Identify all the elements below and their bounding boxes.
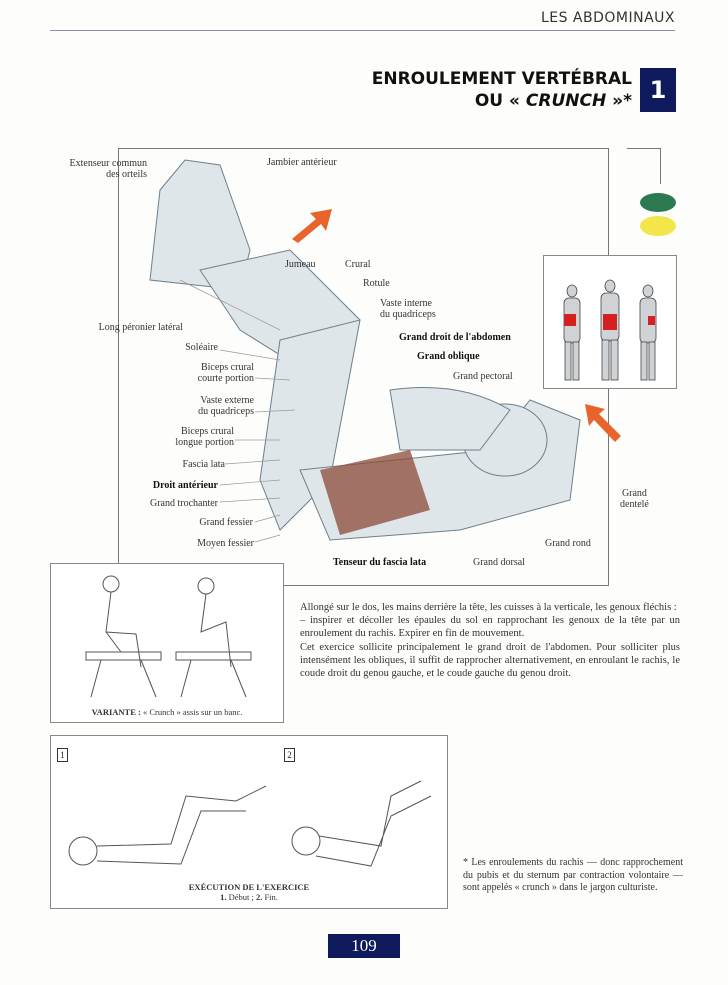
seated-crunch-illustration: [85, 575, 252, 698]
label-jumeau: Jumeau: [285, 259, 316, 270]
label-tenseur: Tenseur du fascia lata: [333, 557, 427, 568]
label-grand-rond: Grand rond: [545, 538, 591, 549]
frame-bottom: [283, 585, 609, 586]
label-grand-fessier: Grand fessier: [199, 517, 253, 528]
muscle-map-inset: [543, 255, 677, 389]
title-italic: CRUNCH: [525, 91, 607, 111]
difficulty-yellow-dot: [640, 216, 676, 236]
execution-box: 1 2 EXÉCUTION DE L'EXERCICE 1. Début ; 2…: [50, 735, 448, 909]
exercise-description: Allongé sur le dos, les mains derrière l…: [300, 601, 680, 680]
label-jambier: Jambier antérieur: [267, 157, 337, 168]
variant-box: VARIANTE : « Crunch » assis sur un banc.: [50, 563, 284, 723]
description-step: – inspirer et décoller les épaules du so…: [300, 615, 680, 640]
label-grand-trochanter: Grand trochanter: [149, 498, 218, 509]
description-setup: Allongé sur le dos, les mains derrière l…: [300, 602, 677, 613]
label-crural: Crural: [345, 259, 371, 270]
variant-caption: VARIANTE : « Crunch » assis sur un banc.: [51, 707, 283, 717]
label-grand-dorsal: Grand dorsal: [473, 557, 525, 568]
label-grand-pectoral: Grand pectoral: [453, 371, 513, 382]
execution-title: EXÉCUTION DE L'EXERCICE: [188, 882, 310, 892]
title-line-1: ENROULEMENT VERTÉBRAL: [371, 69, 632, 89]
bracket-top: [627, 148, 660, 149]
step-2-marker: 2: [284, 748, 295, 762]
frame-left: [118, 148, 119, 563]
footnote: * Les enroulements du rachis — donc rapp…: [463, 857, 683, 893]
muscle-figures-illustration: [563, 279, 657, 381]
bracket-side: [660, 148, 661, 184]
difficulty-green-dot: [640, 193, 676, 212]
variant-label: VARIANTE :: [91, 707, 141, 717]
title-suffix: »*: [606, 91, 632, 111]
execution-caption: EXÉCUTION DE L'EXERCICE 1. Début ; 2. Fi…: [51, 882, 447, 902]
label-grand-droit: Grand droit de l'abdomen: [399, 332, 511, 343]
label-fascia-lata: Fascia lata: [182, 459, 225, 470]
label-soleaire: Soléaire: [185, 342, 218, 353]
orange-arrow-icon: [585, 404, 621, 442]
variant-text: « Crunch » assis sur un banc.: [140, 707, 243, 717]
execution-legend: 1. Début ; 2. Fin.: [220, 892, 278, 902]
rectus-abdominis-highlight: [320, 450, 430, 535]
label-rotule: Rotule: [363, 278, 390, 289]
page-number: 109: [328, 934, 400, 958]
description-notes: Cet exercice sollicite principalement le…: [300, 641, 680, 680]
header-rule: [50, 30, 675, 31]
label-moyen-fessier: Moyen fessier: [197, 538, 254, 549]
exercise-number-badge: 1: [640, 68, 676, 112]
label-long-peronier: Long péronier latéral: [98, 322, 183, 333]
crunch-execution-illustration: [68, 780, 432, 867]
title-prefix: OU «: [474, 91, 526, 111]
label-droit-anterieur: Droit antérieur: [152, 480, 218, 491]
frame-top: [118, 148, 608, 149]
anatomy-illustration: [149, 159, 581, 543]
step-1-marker: 1: [57, 748, 68, 762]
label-grand-oblique: Grand oblique: [417, 351, 480, 362]
exercise-title: ENROULEMENT VERTÉBRAL OU « CRUNCH »*: [372, 68, 632, 112]
title-line-2: OU « CRUNCH »*: [372, 90, 632, 112]
orange-arrow-icon: [292, 209, 332, 243]
section-header: LES ABDOMINAUX: [540, 10, 675, 26]
